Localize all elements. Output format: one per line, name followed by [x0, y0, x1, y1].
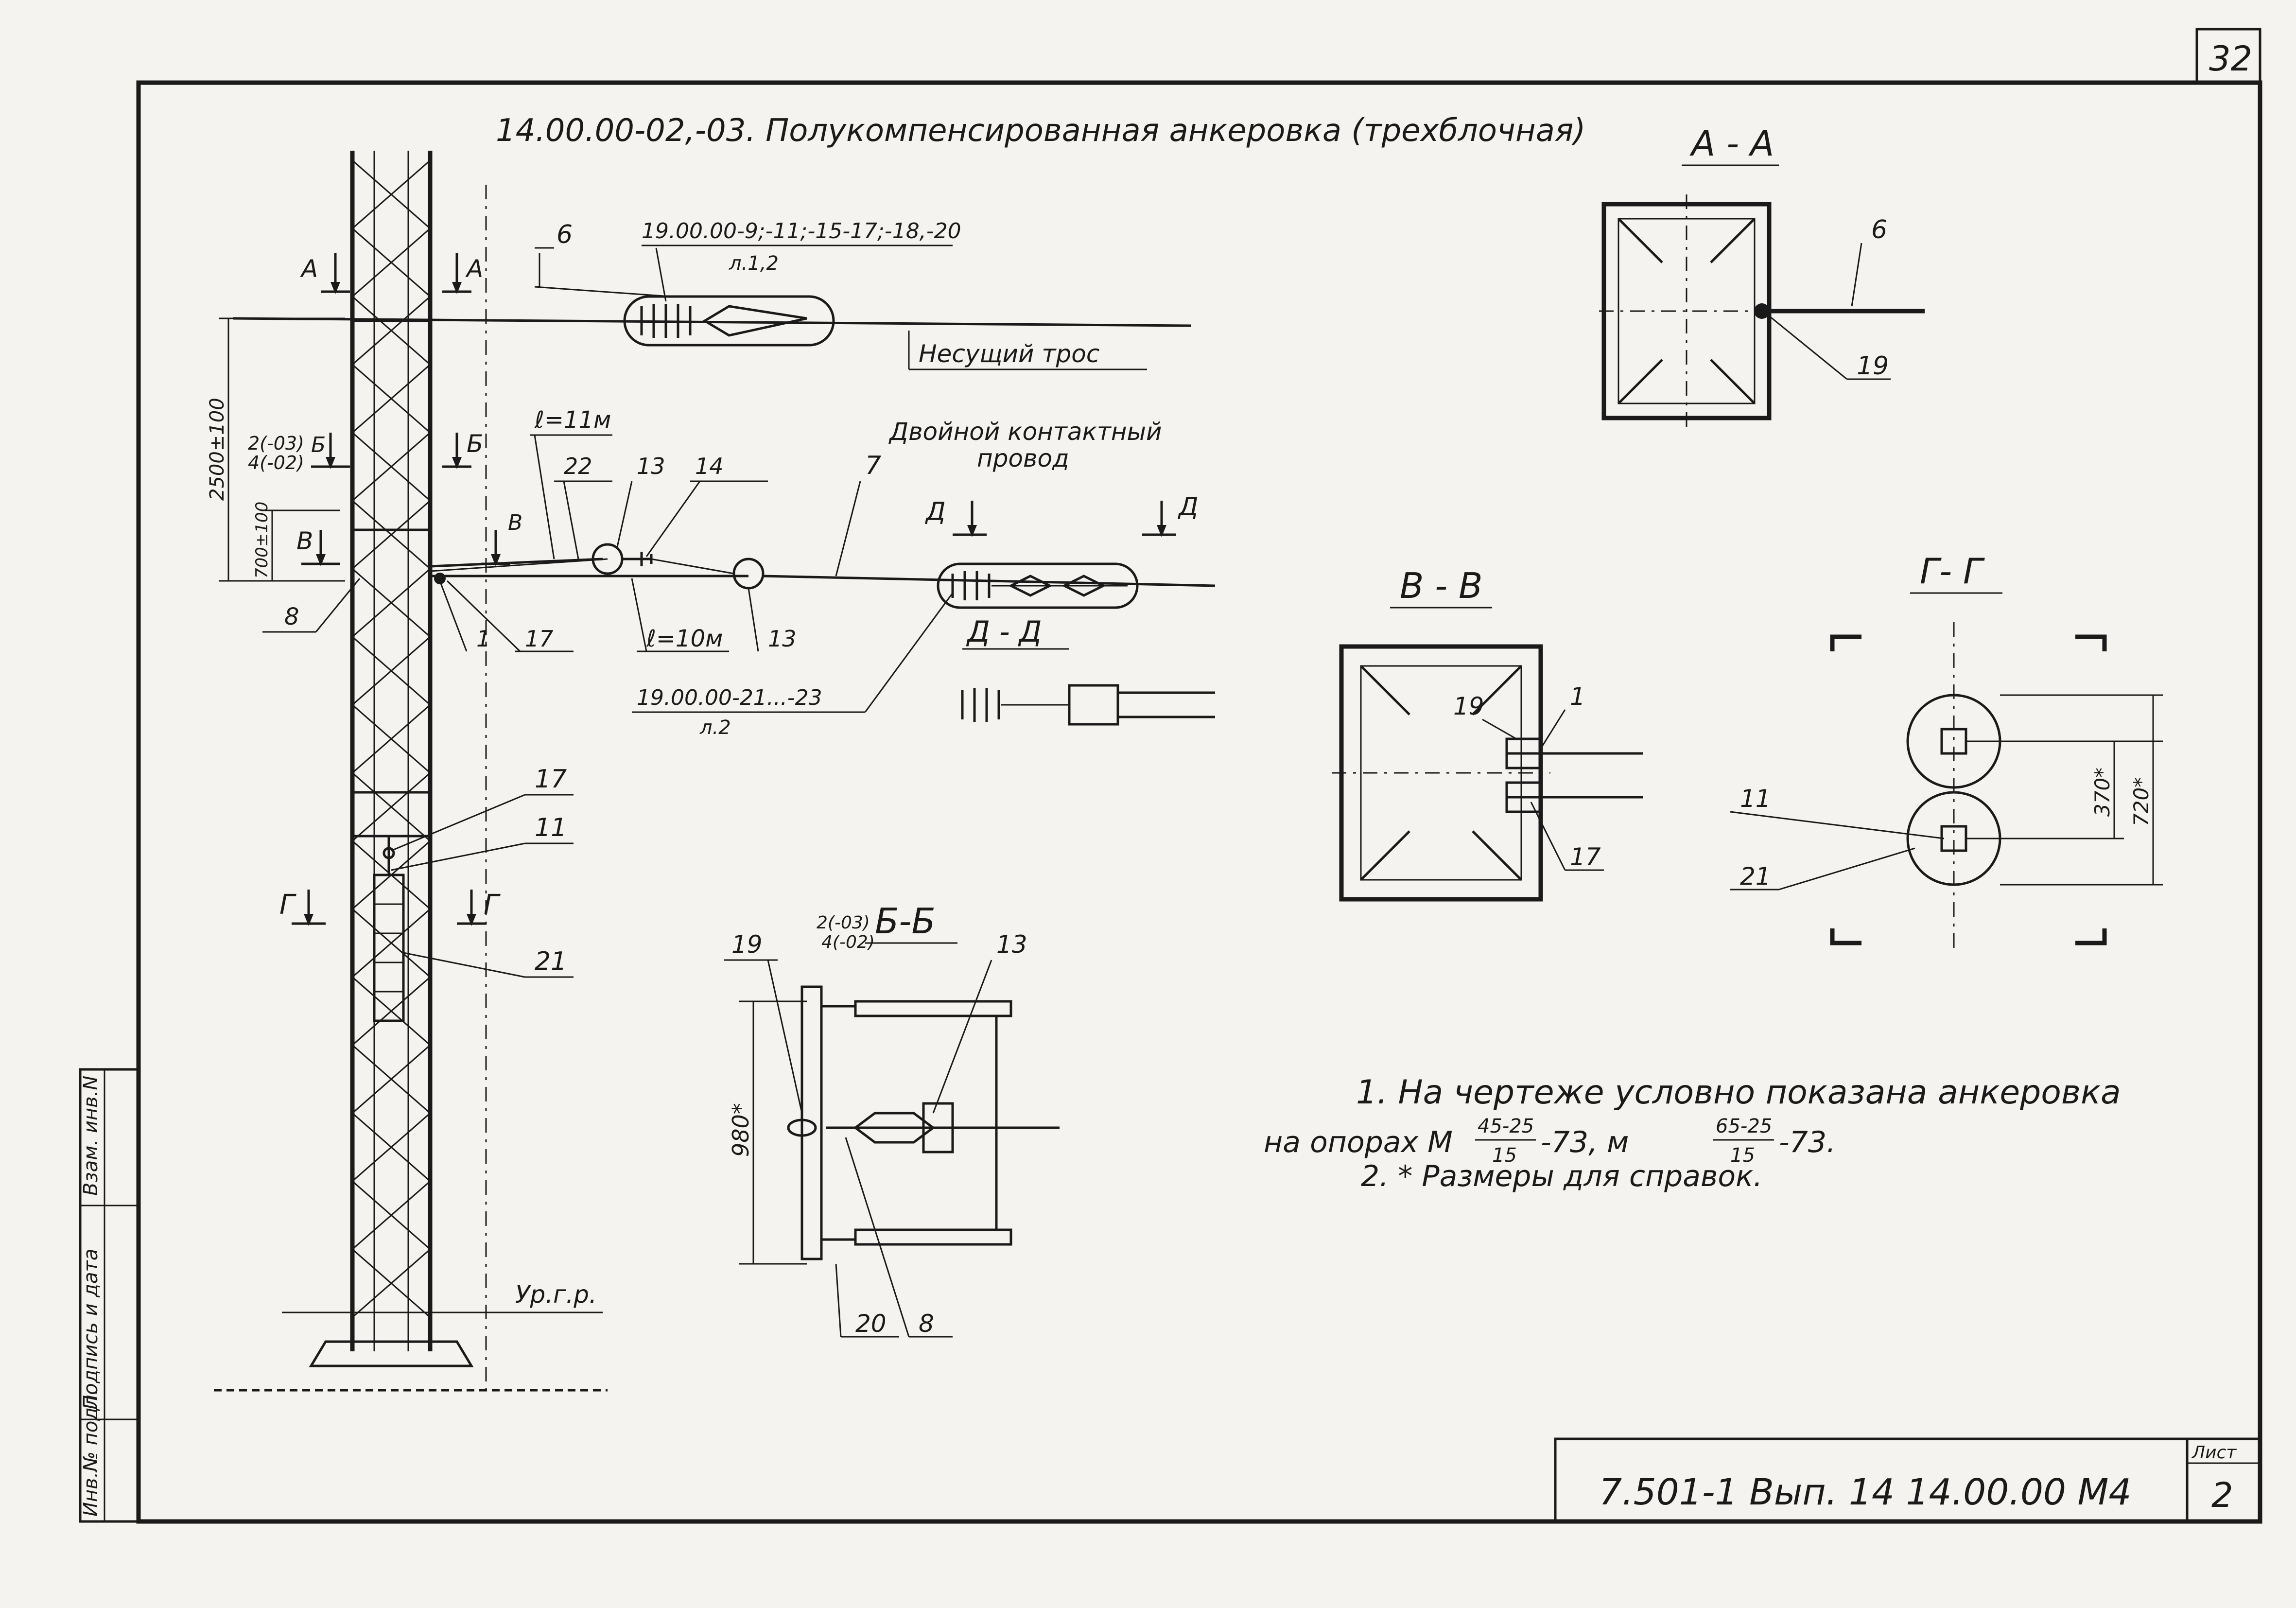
vv-ref-17: 17: [1570, 843, 1601, 871]
contact-wire-label: Двойной контактный: [888, 418, 1162, 446]
view-g-g: Г- Г 370* 720* 11 21: [1730, 551, 2163, 953]
messenger-label: Несущий трос: [919, 340, 1099, 368]
tower-lower-refs: 17 11 21: [391, 765, 574, 978]
contact-wire-label-2: провод: [977, 444, 1069, 472]
gg-ref-11: 11: [1740, 785, 1771, 813]
messenger-wire: 6 19.00.00-9;-11;-15-17;-18,-20 л.1,2 Не…: [233, 219, 1191, 370]
vv-ref-1: 1: [1570, 682, 1585, 711]
ref-7: 7: [865, 451, 881, 480]
ref-17-main: 17: [525, 626, 554, 652]
ref-6: 6: [557, 220, 573, 249]
stamp-inv-podl: Инв.№ подл.: [80, 1389, 102, 1517]
ref-13-bottom: 13: [768, 626, 797, 652]
sec-b-left: Б: [311, 433, 326, 457]
bb-ref-4-02: 4(-02): [821, 932, 875, 952]
contact-wire-assembly: ℓ=11м 22 13 14 7 Двойной контактный пров…: [262, 406, 1216, 739]
view-g-g-title: Г- Г: [1920, 551, 1985, 592]
ref-8: 8: [284, 603, 299, 630]
notes: 1. На чертеже условно показана анкеровка…: [1264, 1073, 2121, 1193]
note-1b-frac1-den: 15: [1492, 1144, 1517, 1167]
vv-ref-19: 19: [1453, 692, 1484, 720]
sec-a-left: А: [300, 255, 318, 283]
sheet-number: 32: [2209, 39, 2252, 79]
title-block-list-number: 2: [2211, 1475, 2233, 1515]
aa-ref-6: 6: [1871, 215, 1887, 245]
dim-700: 700±100: [252, 502, 272, 578]
dim-980: 980*: [728, 1103, 754, 1157]
ref-13-top: 13: [637, 453, 665, 479]
bb-ref-13: 13: [996, 930, 1027, 959]
ref-21-lower: 21: [535, 947, 567, 976]
bb-ref-19: 19: [731, 930, 763, 959]
ref-top-sheet: л.1,2: [729, 252, 779, 275]
ref-17-lower: 17: [535, 765, 567, 794]
drawing-frame: [136, 80, 2262, 1524]
view-v-v-title: В - В: [1400, 565, 1483, 606]
note-1b-frac1-num: 45-25: [1478, 1115, 1534, 1137]
sec-g-left: Г: [279, 889, 296, 921]
note-1b-prefix: на опорах М: [1264, 1125, 1453, 1159]
note-1b-end: -73.: [1779, 1125, 1836, 1159]
title-block-list-label: Лист: [2191, 1443, 2237, 1463]
view-b-b: Б-Б 2(-03) 4(-02) 19 13 980* 20 8: [724, 901, 1060, 1338]
dim-720: 720*: [2129, 777, 2153, 826]
sec-g-right: Г: [484, 889, 501, 921]
section-markers-main: А А Б Б В В Г Г: [279, 253, 522, 926]
ref-22: 22: [564, 453, 592, 479]
gg-ref-21: 21: [1740, 862, 1771, 891]
sec-a-right: А: [465, 255, 483, 283]
note-1b-frac2-den: 15: [1730, 1144, 1755, 1167]
ref-bottom-sheet: л.2: [699, 717, 731, 739]
aa-ref-19: 19: [1857, 351, 1889, 381]
ref-4-02: 4(-02): [248, 452, 304, 473]
ref-2-03: 2(-03): [248, 433, 304, 454]
stamp-podpis: Подпись и дата: [80, 1249, 102, 1410]
view-a-a-title: А - А: [1689, 123, 1774, 164]
view-a-a: А - А 6 19: [1599, 123, 1925, 428]
length-11m: ℓ=11м: [534, 406, 611, 434]
view-d-d-title: Д - Д: [966, 615, 1042, 649]
view-b-b-title: Б-Б: [875, 901, 936, 942]
dim-370: 370*: [2090, 768, 2114, 817]
note-1b-middle: -73, м: [1541, 1125, 1629, 1159]
drawing-title: 14.00.00-02,-03. Полукомпенсированная ан…: [496, 113, 1585, 149]
length-10m: ℓ=10м: [646, 625, 723, 652]
title-block-code: 7.501-1 Вып. 14 14.00.00 М4: [1599, 1471, 2131, 1513]
sec-d-right: Д: [1178, 492, 1199, 522]
lattice-tower: Ур.г.р.: [214, 151, 608, 1392]
ref-top-assembly: 19.00.00-9;-11;-15-17;-18,-20: [642, 219, 961, 244]
sec-b-right: Б: [467, 430, 483, 458]
side-stamp: Взам. инв.N Подпись и дата Инв.№ подл.: [79, 1068, 140, 1523]
ref-bottom-assembly: 19.00.00-21...-23: [637, 685, 822, 710]
sec-d-left: Д: [925, 497, 946, 526]
note-2: 2. * Размеры для справок.: [1361, 1159, 1762, 1193]
sec-v-left: В: [296, 527, 313, 555]
bb-ref-8: 8: [919, 1310, 934, 1338]
ref-1-main: 1: [476, 626, 490, 652]
height-dimensions: 2500±100 700±100 2(-03) 4(-02): [206, 317, 345, 582]
ref-11-lower: 11: [535, 813, 567, 842]
view-v-v: В - В 19 1 17: [1332, 565, 1643, 902]
sec-v-right: В: [508, 510, 522, 535]
bb-ref-2-03: 2(-03): [817, 913, 870, 933]
dim-2500: 2500±100: [206, 398, 228, 501]
note-1: 1. На чертеже условно показана анкеровка: [1356, 1073, 2121, 1112]
ground-level-label: Ур.г.р.: [515, 1280, 597, 1309]
bb-ref-20: 20: [855, 1310, 887, 1338]
view-d-d: Д - Д: [961, 615, 1215, 726]
ref-14: 14: [695, 453, 724, 479]
note-1b-frac2-num: 65-25: [1716, 1115, 1772, 1137]
messenger-insulator-callout: [623, 295, 835, 347]
title-block: 7.501-1 Вып. 14 14.00.00 М4 Лист 2: [1554, 1437, 2261, 1523]
stamp-vzam: Взам. инв.N: [80, 1076, 102, 1196]
contact-insulator-callout: [937, 562, 1139, 609]
